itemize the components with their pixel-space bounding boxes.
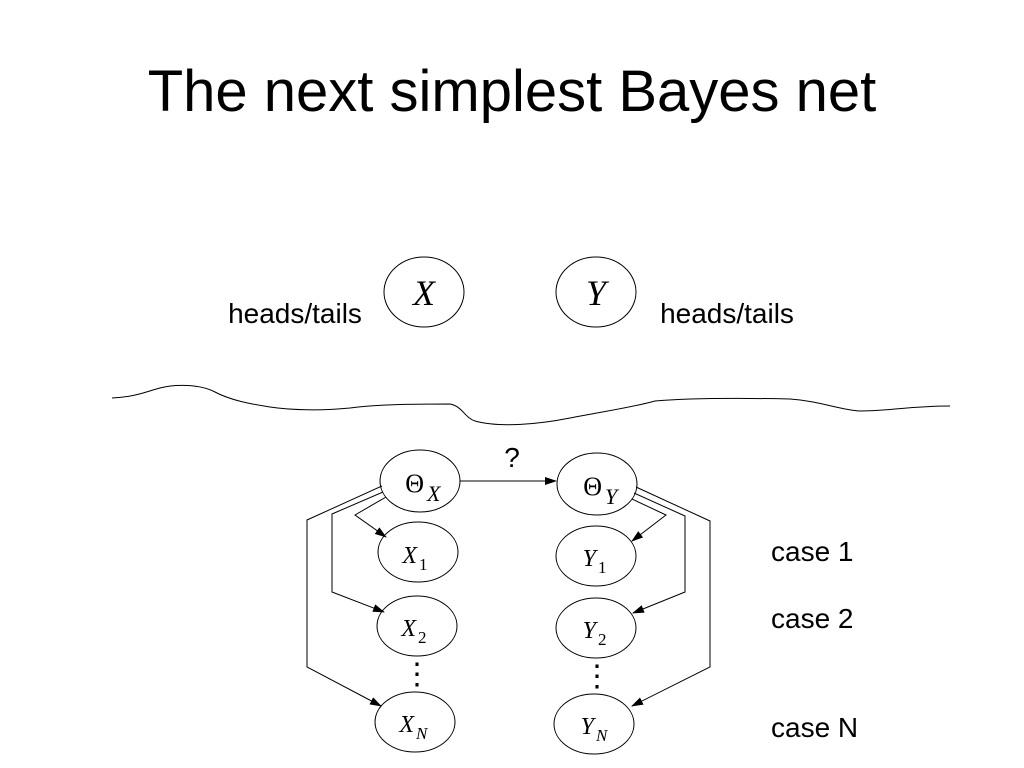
edge-theta-x-to-x2 [331,491,385,613]
yn-subscript: N [595,726,609,745]
y1-var: Y [583,546,599,572]
theta-y-symbol: Θ [583,472,602,501]
case-n-label: case N [771,712,858,743]
right-heads-tails-label: heads/tails [660,298,794,329]
x2-subscript: 2 [418,628,427,647]
node-x1 [377,521,459,583]
y-ellipsis-dots: ⋮ [582,660,612,693]
left-heads-tails-label: heads/tails [228,298,362,329]
dependency-question-mark: ? [504,442,520,473]
edge-theta-y-to-y2 [632,492,686,614]
xn-subscript: N [415,724,429,743]
edge-theta-y-to-y1 [631,498,667,542]
node-x2 [376,595,458,657]
x1-var: X [401,543,418,569]
x1-subscript: 1 [419,555,428,574]
node-theta-y [556,452,638,516]
yn-var: Y [581,714,597,740]
edge-theta-x-to-x1 [354,496,387,538]
x-ellipsis-dots: ⋮ [402,658,432,691]
y2-subscript: 2 [598,630,607,649]
node-y [555,256,637,328]
theta-x-subscript: X [426,481,442,506]
xn-var: X [398,712,415,738]
wavy-divider-line [111,384,951,426]
edge-theta-y-to-yn [631,486,711,707]
edge-theta-x-to-xn [306,485,383,707]
slide-title: The next simplest Bayes net [147,59,877,124]
node-x [383,256,465,328]
y1-subscript: 1 [598,558,607,577]
y2-var: Y [583,618,599,644]
case-1-label: case 1 [771,536,854,567]
node-y2 [555,597,637,659]
node-y-label: Y [586,273,610,313]
node-xn [374,691,456,753]
theta-y-subscript: Y [605,484,620,509]
x2-var: X [400,616,417,642]
node-y1 [555,525,637,587]
node-yn [553,693,635,755]
node-x-label: X [411,273,437,313]
case-2-label: case 2 [771,603,854,634]
theta-x-symbol: Θ [405,469,424,498]
